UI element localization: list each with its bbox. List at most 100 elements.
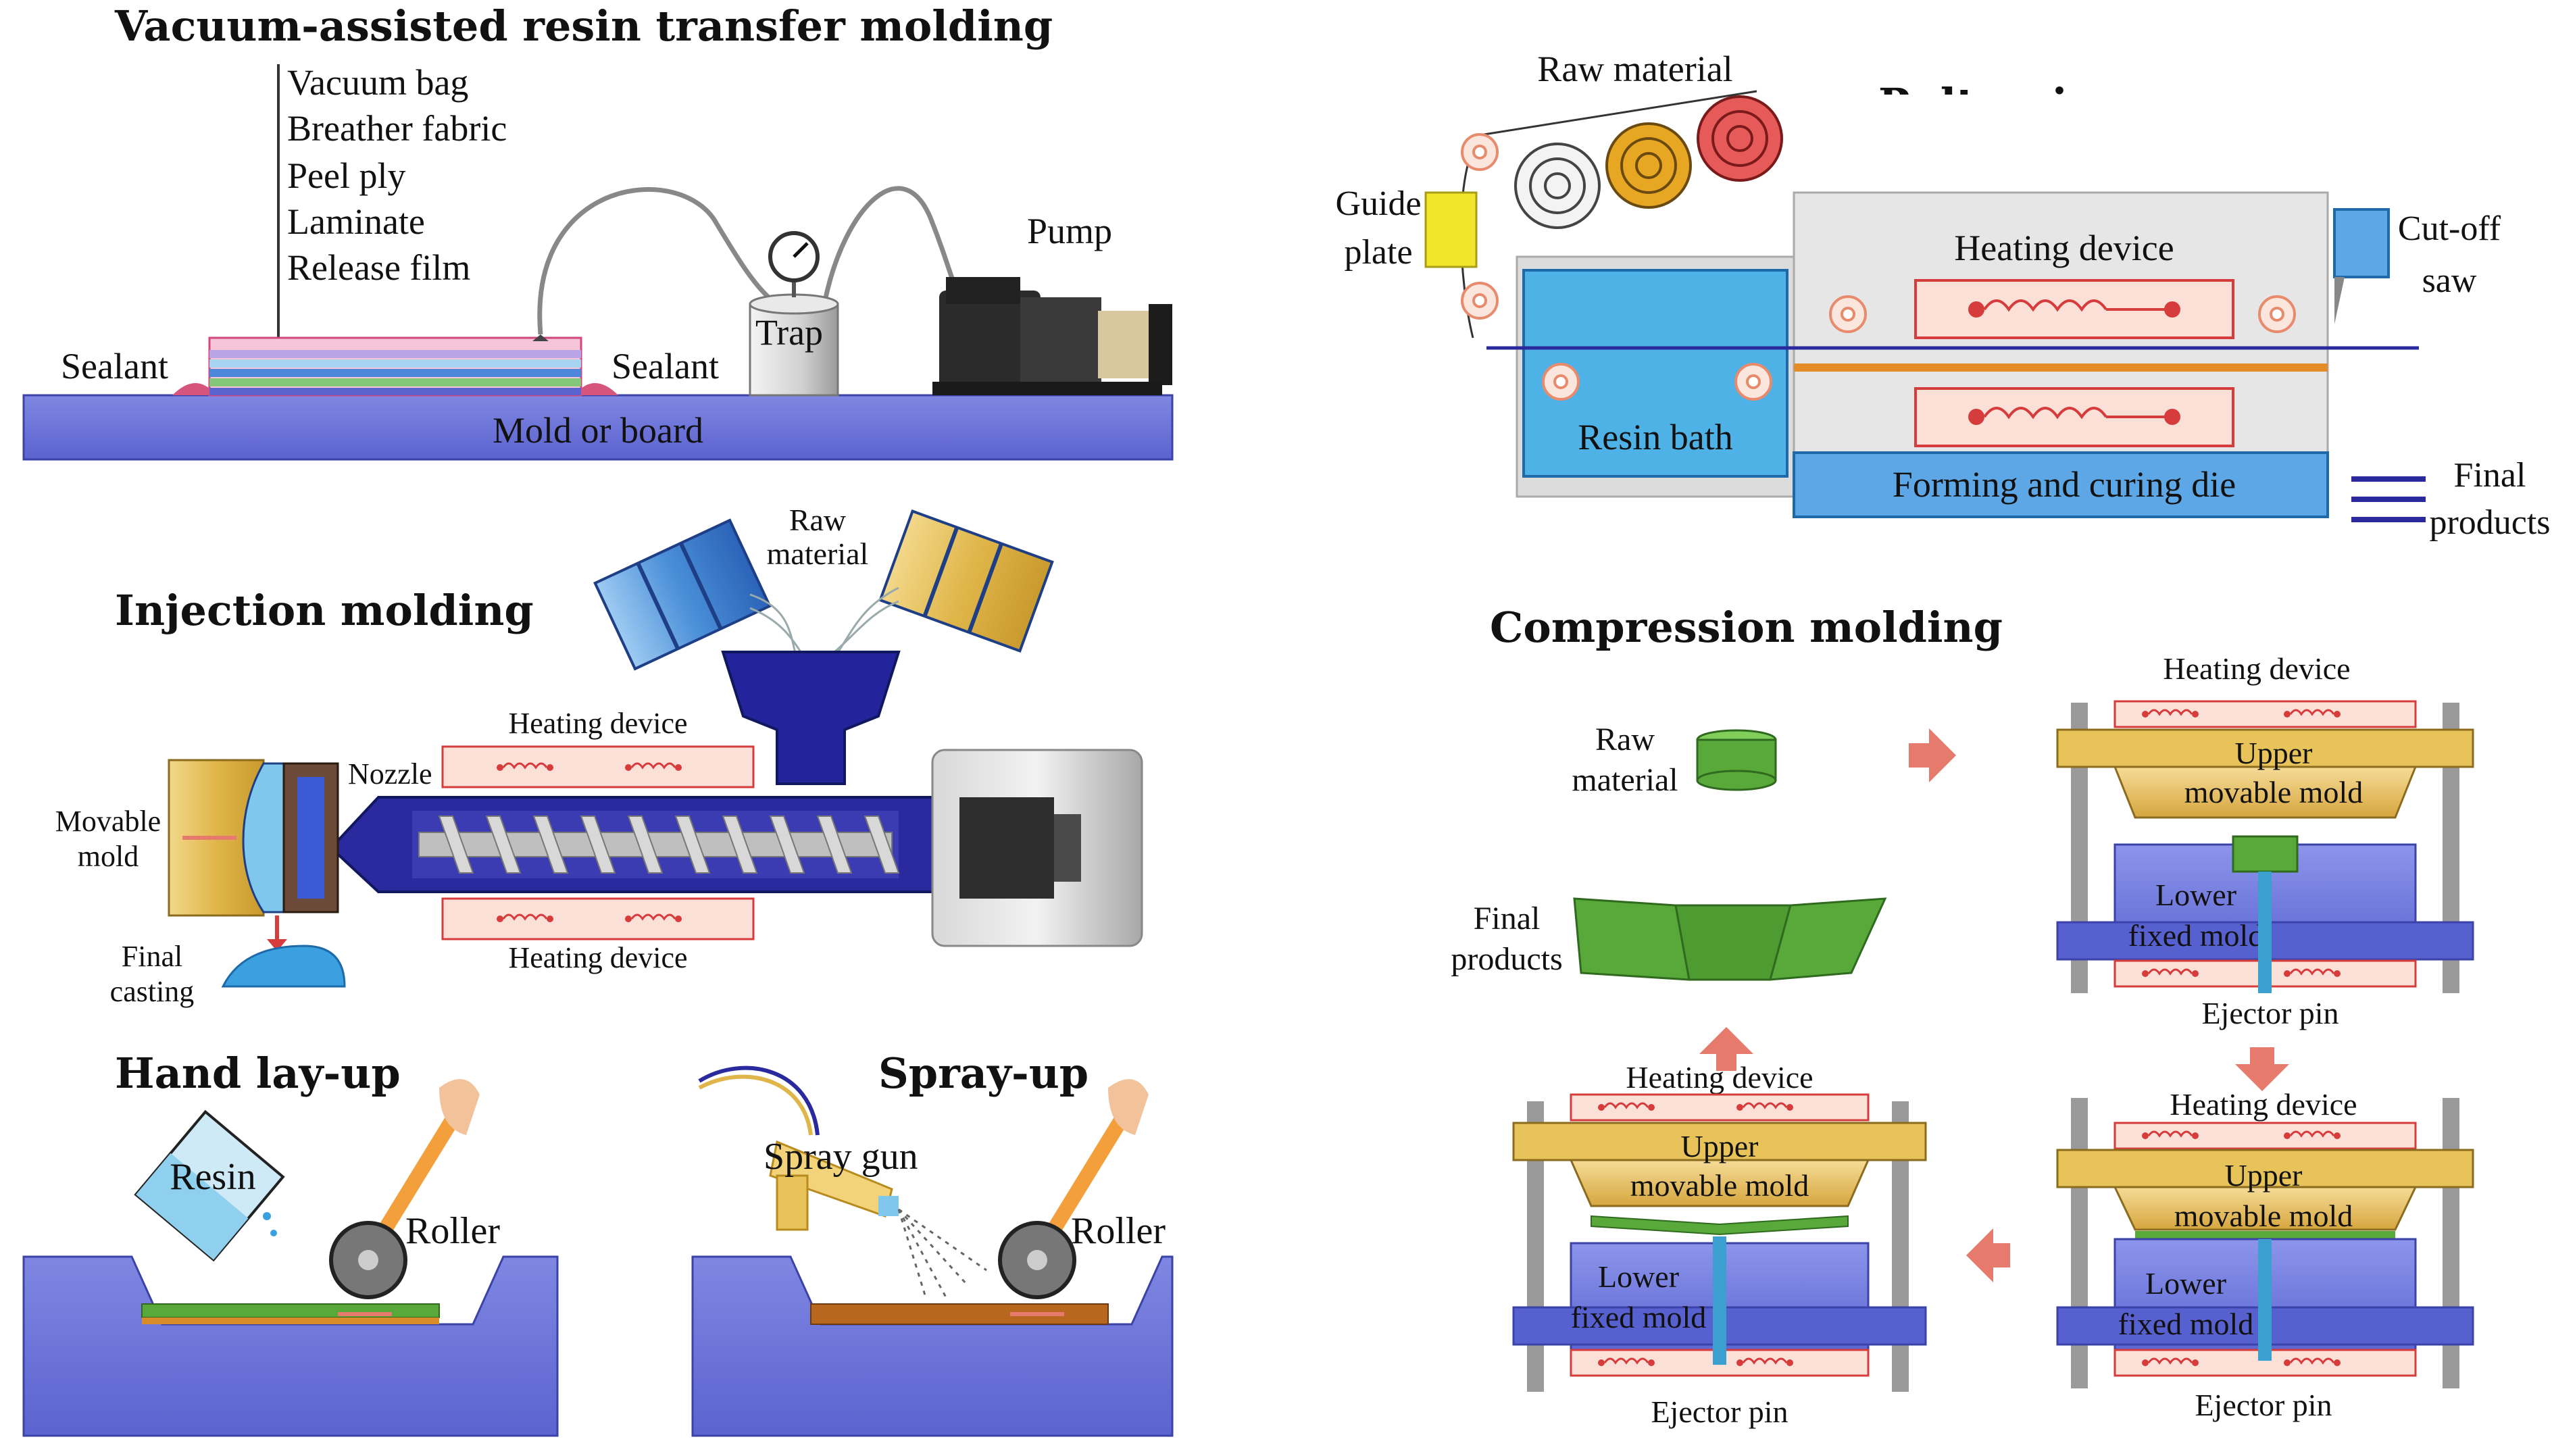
layer-release-film: Release film [287,247,470,288]
injection-title: Injection molding [115,586,534,635]
vacuum-tube-2 [822,186,962,305]
raw-material-label-2: material [767,536,869,571]
hand-layup-panel: Hand lay-up Resin Roller [22,1049,559,1437]
heater-top [441,745,755,788]
layer-laminate: Laminate [287,201,425,242]
cut-off-saw-label-1: Cut-off [2398,209,2501,248]
press-ejecting-lower-label-2: fixed mold [1571,1300,1707,1334]
hand-layup-title: Hand lay-up [115,1049,401,1098]
mold-board-label: Mold or board [493,410,703,451]
compression-raw-label-1: Raw [1595,722,1655,757]
pultrusion-final-label-2: products [2429,503,2550,542]
layer-vacuum-bag: Vacuum bag [287,62,468,103]
raw-material-barrel-blue [593,518,772,671]
sealant-right-label: Sealant [611,346,719,386]
resin-bath-label: Resin bath [1578,417,1732,457]
hopper [721,651,901,785]
heater-top-label: Heating device [508,707,687,740]
sealant-left-blob [172,383,209,395]
vartm-title: Vacuum-assisted resin transfer molding [114,1,1053,51]
final-casting-label-2: casting [110,975,195,1008]
press-ejecting-lower-label-1: Lower [1598,1259,1679,1294]
forming-die-label: Forming and curing die [1893,464,2236,505]
press-open-upper-label-2: movable mold [2184,775,2363,809]
laminate-stack [208,336,582,397]
press-ejecting: Heating device Upper movable mold Lower … [1512,1060,1927,1429]
spray-roller-label: Roller [1071,1210,1166,1252]
sealant-left-label: Sealant [61,346,168,386]
guide-plate-label-1: Guide [1335,184,1421,223]
press-ejecting-heating-label: Heating device [1626,1060,1813,1095]
spray-up-mold [691,1255,1174,1437]
press-closed-upper-label-2: movable mold [2174,1199,2353,1233]
pultrusion-panel: Pultrusion process Raw material Guide pl… [1335,49,2550,542]
resin-label: Resin [170,1156,256,1198]
hand-layup-laminate [141,1303,440,1318]
pultruded-profile [1794,363,2328,372]
compression-title: Compression molding [1490,603,2003,652]
forming-die [1793,451,2329,518]
final-product-part [1573,897,1691,981]
spray-up-title: Spray-up [878,1049,1089,1098]
spray-hose [698,1065,820,1136]
pultrusion-heater-top [1914,279,2234,339]
spray-up-panel: Spray-up Spray gun Roller [691,1049,1174,1437]
spray-hand-icon [1108,1079,1149,1135]
press-closed-ejector-label: Ejector pin [2195,1388,2332,1422]
hand-icon [439,1079,480,1135]
press-ejecting-upper-label-1: Upper [1681,1129,1759,1163]
press-closed: Heating device Upper movable mold Lower … [2056,1087,2474,1422]
trap-canister [749,231,839,397]
press-closed-lower-label-2: fixed mold [2118,1307,2254,1341]
final-casting-label-1: Final [122,940,182,973]
guide-plate [1424,191,1478,268]
pump-label: Pump [1027,211,1112,251]
press-open-lower-label-1: Lower [2155,878,2236,912]
press-ejecting-ejector-label: Ejector pin [1651,1395,1788,1429]
pultrusion-final-products [2351,476,2426,522]
guide-plate-label-2: plate [1344,233,1412,272]
pultrusion-heater-bottom [1914,387,2234,447]
press-open-ejector-label: Ejector pin [2201,996,2338,1030]
press-open-heating-label: Heating device [2163,651,2350,686]
layer-peel-ply: Peel ply [287,155,405,196]
press-open-upper-label-1: Upper [2235,736,2313,770]
spray-gun-label: Spray gun [764,1136,918,1178]
screw [418,815,900,874]
resin-container-icon [134,1109,285,1262]
flow-arrow-down [2235,1047,2289,1091]
vartm-panel: Vacuum-assisted resin transfer molding V… [22,1,1174,461]
layer-breather-fabric: Breather fabric [287,108,507,149]
compression-raw-label-2: material [1572,762,1678,798]
compression-final-label-2: products [1451,941,1562,977]
compression-final-label-1: Final [1474,901,1541,936]
raw-material-label-1: Raw [789,503,847,537]
sealant-right-blob [581,383,618,395]
press-closed-upper-label-1: Upper [2225,1158,2303,1193]
heater-bottom [441,897,755,940]
press-ejecting-upper-label-2: movable mold [1630,1168,1809,1203]
pultrusion-heating-label: Heating device [1954,228,2174,268]
spray-pattern [897,1208,987,1298]
pultrusion-final-label-1: Final [2454,456,2526,495]
pump-icon [932,277,1172,395]
injection-panel: Injection molding Raw material Heating d… [55,503,1143,1008]
trap-label: Trap [755,312,823,353]
press-closed-lower-label-1: Lower [2145,1266,2226,1301]
pultrusion-raw-material-label: Raw material [1537,49,1732,89]
raw-material-rolls [1514,95,1783,229]
mold-board [22,394,1174,461]
spray-gun-icon [769,1140,899,1231]
heater-bottom-label: Heating device [508,941,687,974]
vacuum-tube-1 [537,187,778,335]
ejected-part [1591,1215,1849,1236]
press-open-lower-label-2: fixed mold [2128,918,2264,953]
drop-arrow-icon [267,939,287,951]
press-closed-heating-label: Heating device [2170,1087,2357,1122]
raw-material-barrel-gold [878,509,1054,653]
hand-roller-label: Roller [405,1210,500,1252]
movable-mold-label-1: Movable [55,805,161,838]
flow-arrow-up [1699,1027,1753,1071]
